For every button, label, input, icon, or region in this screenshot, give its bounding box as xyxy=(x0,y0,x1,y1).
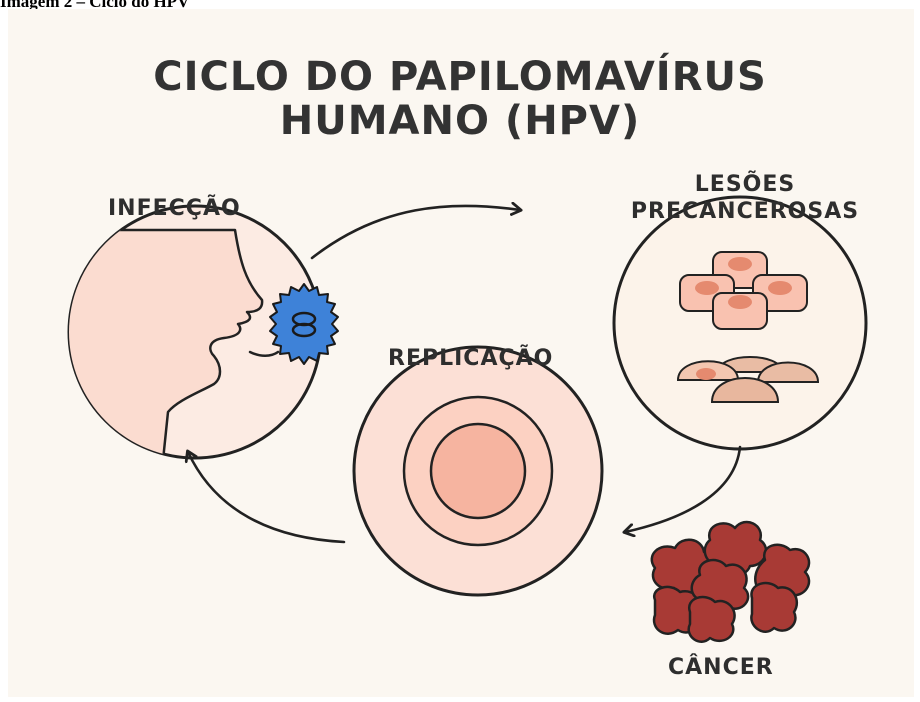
label-replication: REPLICAÇÃO xyxy=(388,346,554,371)
cell-nuclei xyxy=(695,257,792,309)
label-lesions-line-2: PRECANCEROSAS xyxy=(630,199,860,224)
label-lesions-line-1: LESÕES xyxy=(694,172,796,197)
arrow-lesions-to-cancer xyxy=(625,445,742,532)
replication-stage xyxy=(352,345,604,597)
infection-stage xyxy=(67,204,339,460)
virus-icon xyxy=(269,283,339,365)
cancer-cells-icon xyxy=(650,520,811,643)
label-cancer: CÂNCER xyxy=(668,655,774,680)
replication-core xyxy=(429,422,527,520)
arrow-infection-to-lesions xyxy=(310,206,520,260)
lesions-stage xyxy=(612,195,868,451)
breath-line xyxy=(248,350,280,357)
flattened-cells xyxy=(676,356,820,403)
diagram-title-line-1: CICLO DO PAPILOMAVÍRUS xyxy=(153,54,767,100)
arrow-replication-to-infection xyxy=(188,452,346,544)
diagram-title-line-2: HUMANO (HPV) xyxy=(279,98,641,144)
figure-caption: Imagem 2 – Ciclo do HPV xyxy=(0,0,190,11)
label-infection: INFECÇÃO xyxy=(108,196,241,221)
